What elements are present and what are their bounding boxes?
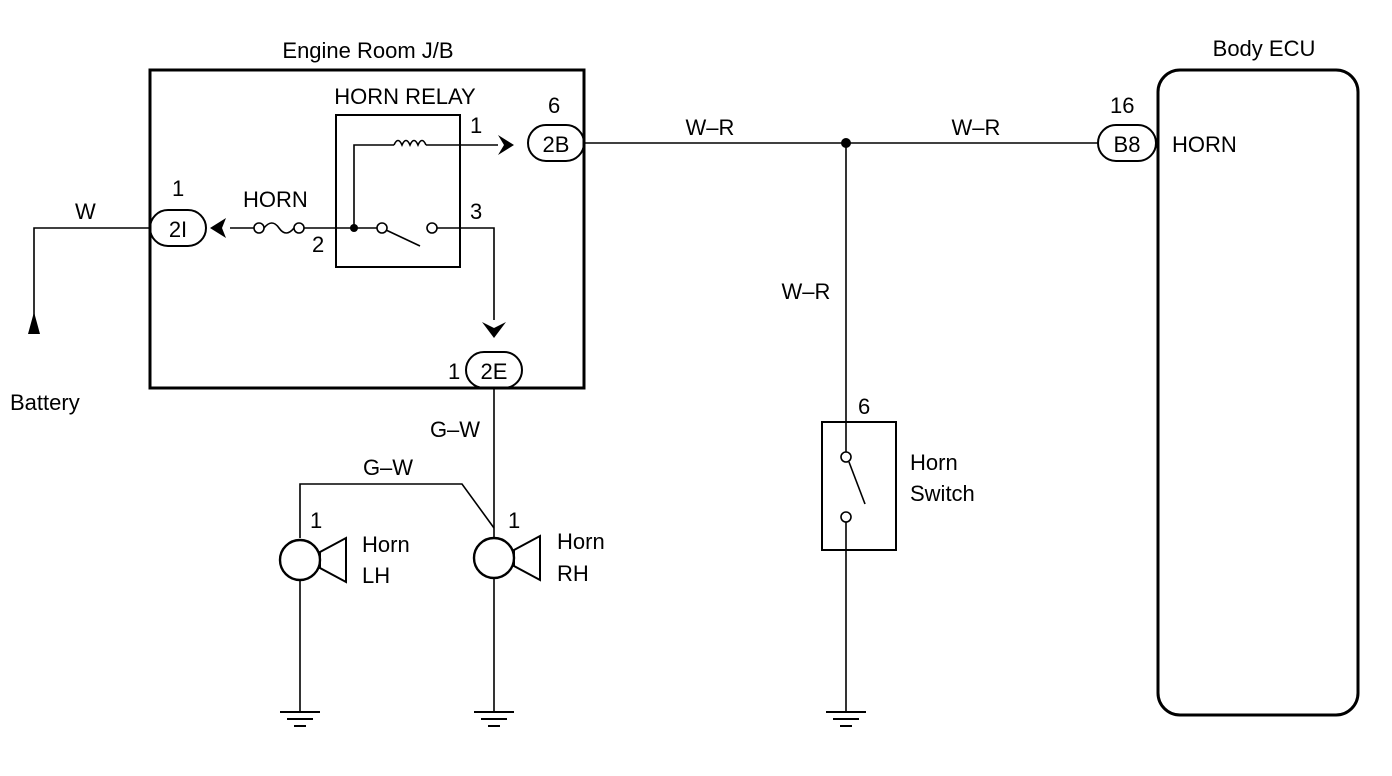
relay-pin-2: 2 xyxy=(312,232,324,257)
ecu-terminal-label: HORN xyxy=(1172,132,1237,157)
connector-2E: 2E 1 xyxy=(448,322,523,389)
relay-title: HORN RELAY xyxy=(334,84,476,109)
horn-switch-label-1: Horn xyxy=(910,450,958,475)
wire-junction-switch-color: W–R xyxy=(782,279,831,304)
relay-coil-icon xyxy=(353,139,498,226)
horn-fuse: HORN xyxy=(230,187,308,234)
horn-lh-label-2: LH xyxy=(362,563,390,588)
connector-2I-id: 2I xyxy=(169,217,187,242)
horn-rh-pin: 1 xyxy=(508,508,520,533)
ecu-title: Body ECU xyxy=(1213,36,1316,61)
body-ecu: Body ECU HORN xyxy=(1156,36,1360,717)
wire-junction-ecu-color: W–R xyxy=(952,115,1001,140)
horn-switch-pin: 6 xyxy=(858,394,870,419)
connector-2B-pin: 6 xyxy=(548,93,560,118)
wire-horn-rh-lh-color: G–W xyxy=(363,455,413,480)
horn-rh-label-2: RH xyxy=(557,561,589,586)
engine-room-junction-block: Engine Room J/B xyxy=(148,38,586,390)
connector-2B: 2B 6 xyxy=(498,93,585,162)
wr-wires: W–R W–R W–R xyxy=(584,115,1098,452)
connector-2B-id: 2B xyxy=(543,132,570,157)
relay-pin-1: 1 xyxy=(470,113,482,138)
horn-relay: HORN RELAY 1 3 2 xyxy=(300,84,498,320)
horn-switch: 6 Horn Switch xyxy=(821,394,975,727)
relay-switch-icon xyxy=(300,222,495,320)
connector-B8: B8 16 xyxy=(1097,93,1157,162)
connector-2I: 2I 1 xyxy=(149,176,226,247)
gw-wires: G–W G–W xyxy=(299,388,495,538)
battery-feed: W Battery xyxy=(10,199,150,415)
horn-lh-pin: 1 xyxy=(310,508,322,533)
battery-label: Battery xyxy=(10,390,80,415)
connector-B8-pin: 16 xyxy=(1110,93,1134,118)
horn-rh: 1 Horn RH xyxy=(472,508,605,727)
horn-lh-label-1: Horn xyxy=(362,532,410,557)
connector-2E-pin: 1 xyxy=(448,359,460,384)
horn-lh-icon xyxy=(278,536,347,727)
horn-switch-icon xyxy=(826,451,866,727)
wire-relay-horn-rh-color: G–W xyxy=(430,417,480,442)
connector-2E-id: 2E xyxy=(481,359,508,384)
junction-block-title: Engine Room J/B xyxy=(282,38,453,63)
horn-rh-icon xyxy=(472,534,541,727)
wire-relay-junction-color: W–R xyxy=(686,115,735,140)
connector-B8-id: B8 xyxy=(1114,132,1141,157)
wire-battery-color: W xyxy=(75,199,96,224)
connector-2I-pin: 1 xyxy=(172,176,184,201)
horn-lh: 1 Horn LH xyxy=(278,508,410,727)
battery-arrow-icon xyxy=(28,312,40,334)
relay-pin-3: 3 xyxy=(470,199,482,224)
fuse-label: HORN xyxy=(243,187,308,212)
horn-switch-label-2: Switch xyxy=(910,481,975,506)
horn-rh-label-1: Horn xyxy=(557,529,605,554)
